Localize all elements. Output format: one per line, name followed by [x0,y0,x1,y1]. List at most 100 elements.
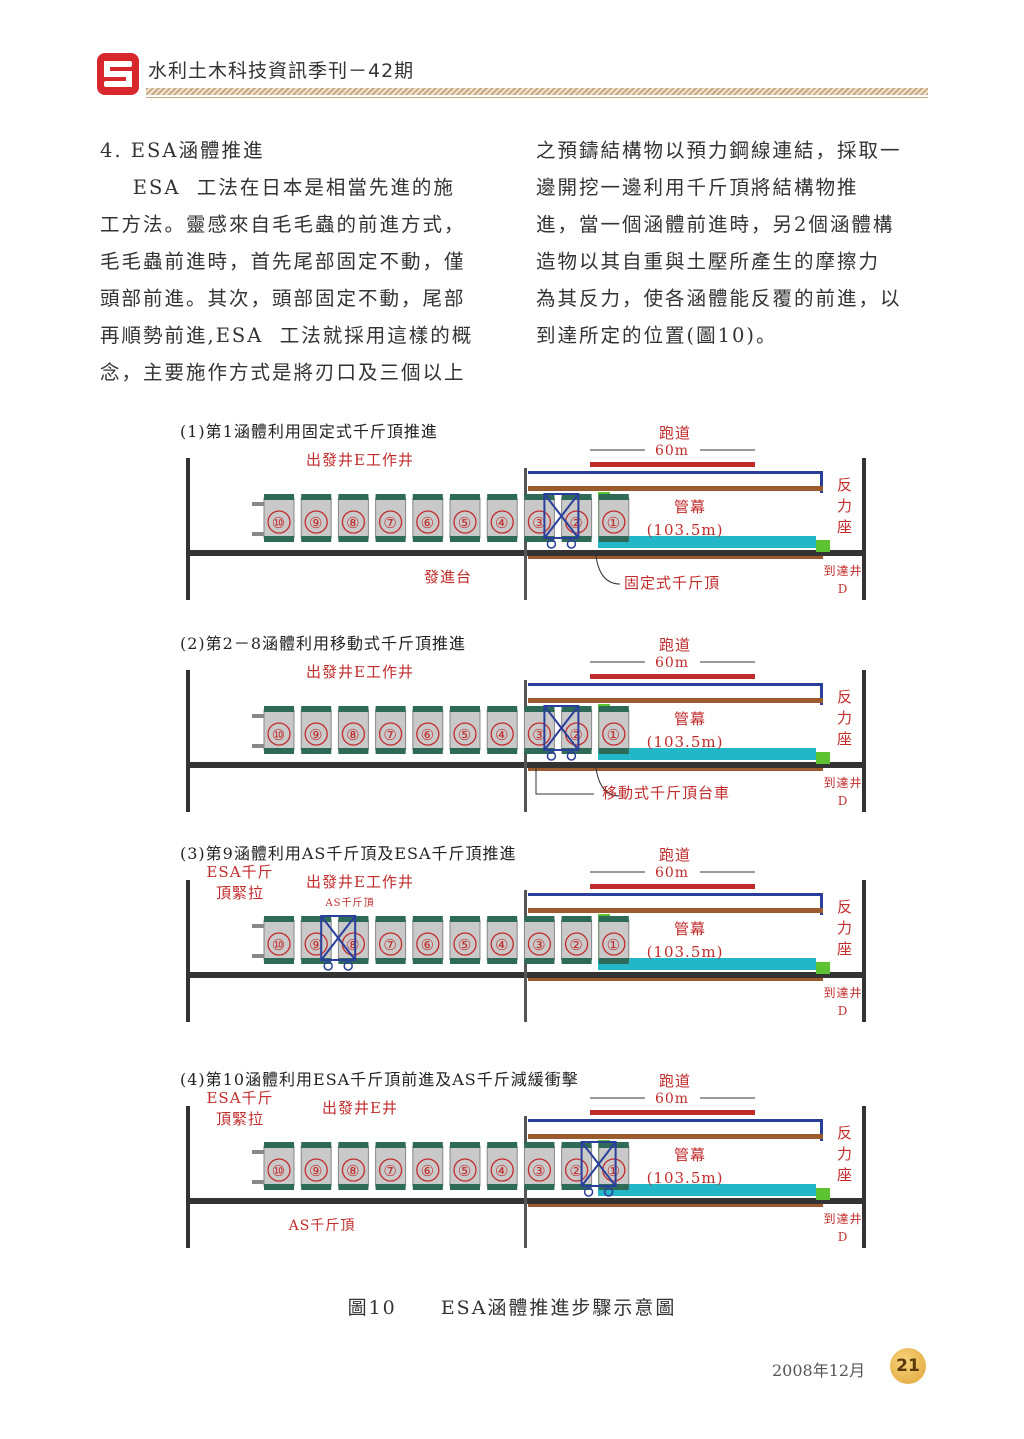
culvert-box-bottom [598,958,629,964]
culvert-number-circle [416,932,440,956]
reaction-label: 反 [837,476,853,494]
shaft-wall-left [186,458,190,600]
culvert-box-top [338,1142,369,1148]
reaction-label: 座 [837,1166,853,1184]
jack-wheel [566,751,577,761]
culvert-box-top [450,1142,480,1148]
culvert-box-top [598,916,629,922]
runway-length: 60m [655,1091,689,1107]
figure-caption: 圖10 ESA涵體推進步驟示意圖 [0,1293,1024,1320]
runway-label: 跑道 [659,424,691,442]
pipe-body [598,536,816,548]
culvert-box-top [375,916,406,922]
culvert-box-bottom [450,1184,480,1190]
pipe-label: 管幕 [674,498,706,516]
panel-title: (4)第10涵體利用ESA千斤頂前進及AS千斤減緩衝擊 [180,1070,579,1089]
pipe-roof-end [820,1119,823,1141]
culvert-number: ⑩ [272,726,286,744]
culvert-number: ⑥ [421,1162,435,1180]
esa-jack-label: ESA千斤 [206,1089,273,1107]
pipe-base-beam [528,1204,823,1207]
culvert-number-circle [416,1158,440,1182]
culvert-box-bottom [301,536,332,542]
culvert-number-circle [490,722,514,746]
jack-frame [543,705,580,751]
pipe-roof-beam [528,698,823,703]
culvert-number-circle [602,722,626,746]
culvert-number: ⑩ [272,1162,286,1180]
esa-push-diagram: (1)第1涵體利用固定式千斤頂推進出發井E工作井跑道60m管幕(103.5m)反… [180,422,866,1248]
text-line: ESA 工法在日本是相當先進的施 [100,176,455,199]
panel-title: (1)第1涵體利用固定式千斤頂推進 [180,422,438,441]
culvert-box-bottom [338,1184,369,1190]
esa-jack-label: 頂緊拉 [216,884,264,902]
culvert-box-bottom [264,748,294,754]
culvert-number-circle [453,510,477,534]
culvert-number: ② [569,936,583,954]
culvert-box-bottom [412,1184,443,1190]
runway-bar [590,674,755,679]
pipe-roof-end [820,893,823,915]
culvert-number: ④ [495,1162,509,1180]
culvert-number: ① [607,1162,621,1180]
culvert-box-bottom [338,748,369,754]
pipe-body [598,1184,816,1196]
culvert-number-circle [564,1158,589,1182]
culvert-number-circle [416,722,440,746]
tail-connector [252,532,264,536]
culvert-box-bottom [450,748,480,754]
culvert-box-top [450,706,480,712]
culvert-box-top [264,706,294,712]
culvert-box-bottom [524,536,555,542]
culvert-number-circle [267,510,291,534]
jack-type-label: 移動式千斤頂台車 [602,784,730,802]
culvert-number-circle [304,722,328,746]
culvert-number-circle [378,932,403,956]
culvert-number: ⑦ [383,514,397,532]
header-band [146,88,928,95]
culvert-box-top [487,706,518,712]
culvert-box-top [375,706,406,712]
culvert-number: ⑥ [421,514,435,532]
culvert-number-circle [564,932,589,956]
culvert-box-top [561,1142,592,1148]
culvert-number: ⑨ [309,1162,323,1180]
culvert-box-top [524,494,555,500]
pipe-roof-end [820,683,823,705]
reaction-block [816,752,830,764]
culvert-number-circle [527,510,552,534]
text-line: 為其反力，使各涵體能反覆的前進，以 [536,287,902,310]
culvert-number: ④ [495,936,509,954]
culvert-number: ④ [495,726,509,744]
leader-line [595,767,621,797]
runway-bar [590,462,755,467]
culvert-box-top [375,494,406,500]
pipe-roof-top-line [528,471,823,474]
culvert-number: ⑦ [383,936,397,954]
jack-frame [580,1141,617,1187]
tail-connector [252,502,264,506]
culvert-box-top [338,706,369,712]
text-line: 到達所定的位置(圖10)。 [536,324,778,347]
culvert-box-top [301,706,332,712]
culvert-box-top [524,1142,555,1148]
culvert-box-top [264,916,294,922]
culvert-box-bottom [375,748,406,754]
culvert-box-bottom [487,748,518,754]
culvert-number-circle [490,510,514,534]
culvert-number: ⑦ [383,726,397,744]
tail-connector [252,714,264,718]
tail-connector [252,1150,264,1154]
pipe-label: 管幕 [674,710,706,728]
pipe-length: (103.5m) [647,943,724,961]
culvert-box-top [412,494,443,500]
pipe-roof-beam [528,908,823,913]
pipe-length: (103.5m) [647,1169,724,1187]
culvert-box-top [524,916,555,922]
culvert-number: ② [569,726,583,744]
panel-title: (2)第2－8涵體利用移動式千斤頂推進 [180,634,466,653]
culvert-box-bottom [598,536,629,542]
culvert-number-circle [602,510,626,534]
culvert-number-circle [304,510,328,534]
leader-line [535,768,594,795]
